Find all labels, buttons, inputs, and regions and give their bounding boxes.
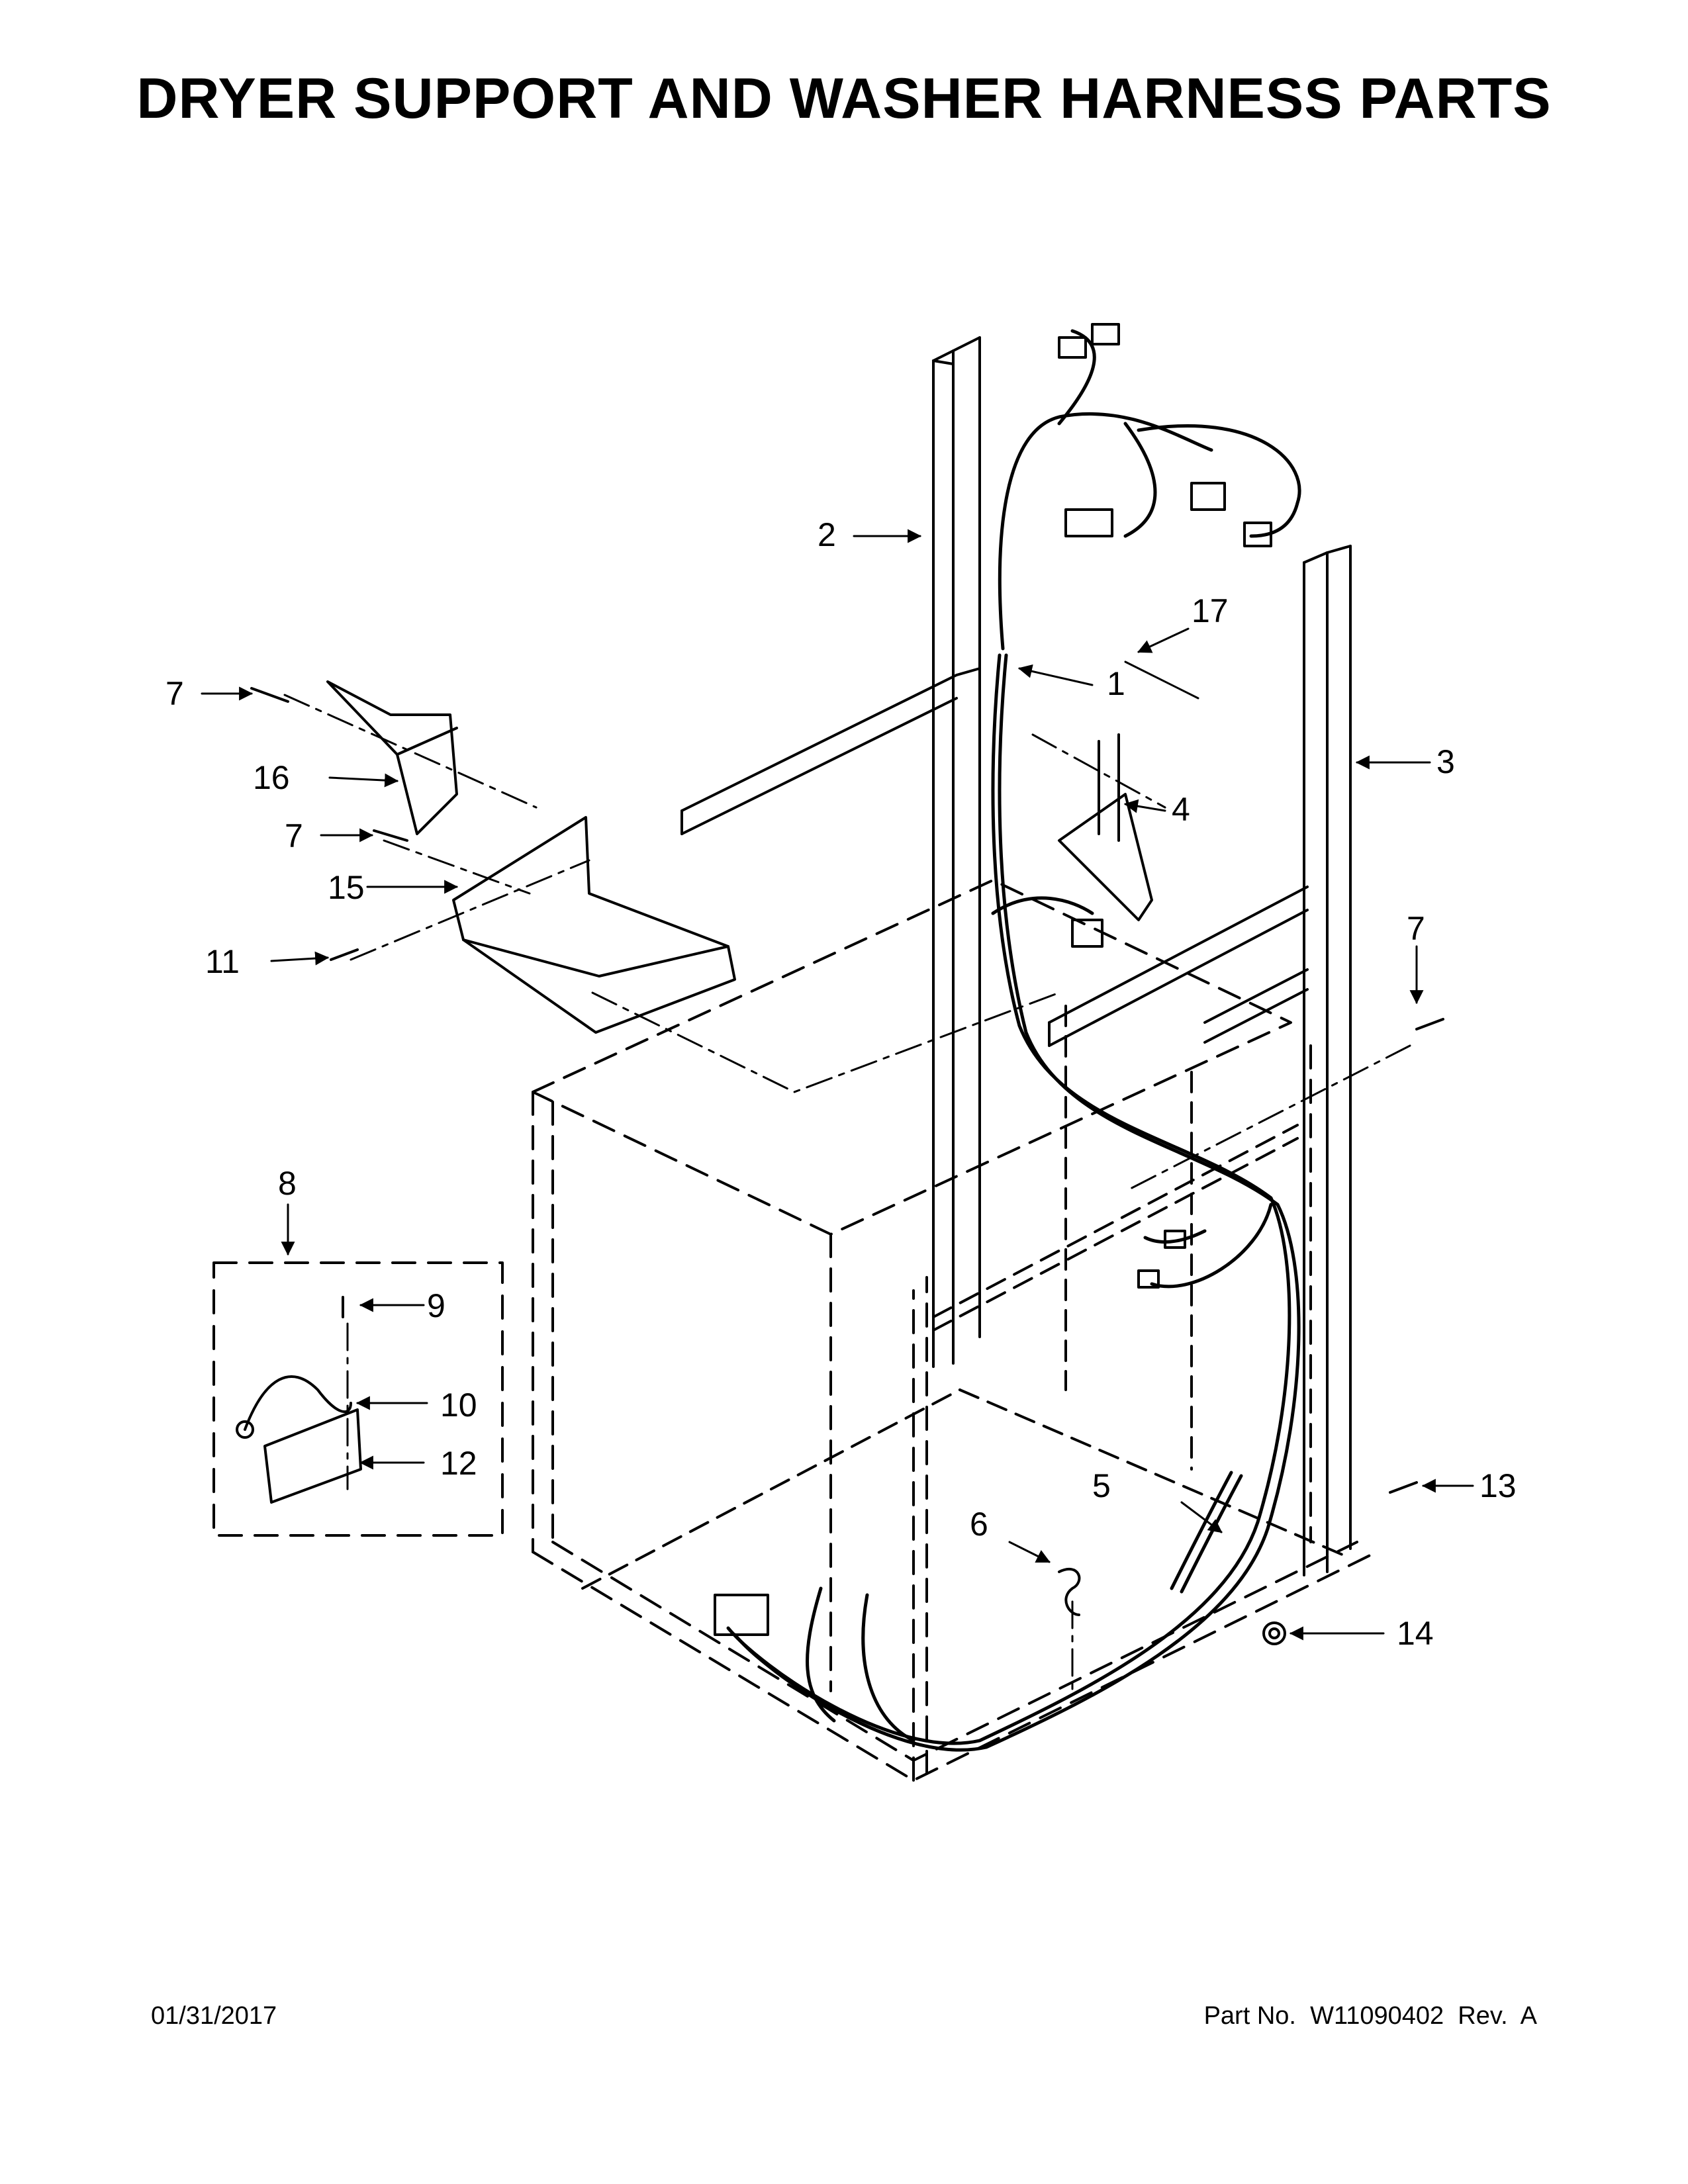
callout-7-right: 7	[1407, 910, 1425, 947]
callout-7-top: 7	[165, 675, 184, 712]
callout-16: 16	[253, 759, 290, 796]
hose-item-5	[1170, 1471, 1243, 1594]
callout-2: 2	[818, 516, 836, 553]
footer-part-number: Part No. W11090402 Rev. A	[1203, 2002, 1537, 2030]
spring-item-17	[1124, 660, 1199, 700]
clip-item-6	[1058, 1567, 1081, 1616]
screw-item-7-mid	[373, 829, 408, 842]
callout-13: 13	[1479, 1467, 1517, 1504]
cross-brace-lower	[1048, 886, 1309, 1047]
bracket-item-4	[1058, 733, 1153, 921]
callout-8: 8	[278, 1165, 297, 1202]
screw-item-13	[1389, 1481, 1418, 1494]
tray-item-15	[452, 816, 736, 1034]
screw-item-7-top	[250, 687, 289, 703]
washer-floor-lines	[581, 1005, 1345, 1590]
cross-brace-upper	[680, 667, 981, 835]
callout-6: 6	[970, 1506, 988, 1543]
ground-wire-item-10	[244, 1375, 352, 1431]
washer-harness	[726, 329, 1301, 1752]
dryer-support-right	[1303, 545, 1352, 1576]
callout-17: 17	[1192, 592, 1229, 629]
screw-item-7-right	[1415, 1018, 1444, 1030]
callout-7-mid: 7	[285, 817, 303, 854]
callout-9: 9	[427, 1287, 445, 1324]
dryer-support-left	[932, 336, 981, 1368]
page-title: DRYER SUPPORT AND WASHER HARNESS PARTS	[136, 67, 1552, 130]
callout-14: 14	[1397, 1615, 1434, 1652]
strap-item-12	[263, 1408, 362, 1504]
nut-item-14	[1262, 1621, 1286, 1645]
footer-date: 01/31/2017	[151, 2002, 277, 2030]
bracket-item-16	[326, 680, 458, 835]
callout-3: 3	[1436, 743, 1455, 780]
callout-arrows	[201, 529, 1474, 1641]
callout-1: 1	[1107, 665, 1125, 702]
callout-10: 10	[440, 1387, 477, 1424]
alignment-lines	[283, 694, 1411, 1696]
washer-cabinet-outline	[532, 879, 1378, 1782]
callout-5: 5	[1092, 1467, 1111, 1504]
screw-item-11	[330, 948, 359, 961]
callout-12: 12	[440, 1445, 477, 1482]
callout-4: 4	[1172, 791, 1190, 828]
harness-connectors	[714, 323, 1272, 1636]
kit-box-item-8	[212, 1261, 504, 1537]
callout-15: 15	[328, 869, 365, 906]
callout-11: 11	[205, 943, 240, 980]
